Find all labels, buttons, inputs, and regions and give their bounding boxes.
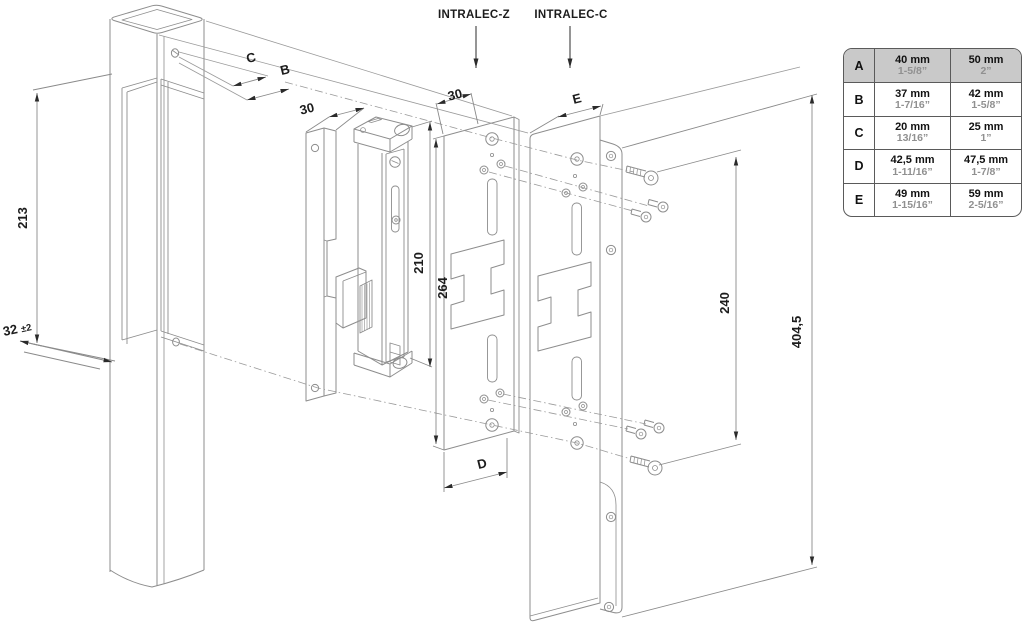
mm-value: 49 mm — [895, 187, 930, 200]
mm-value: 50 mm — [968, 53, 1004, 66]
intralec-c-label: INTRALEC-C — [534, 9, 607, 21]
dim-label-240: 240 — [717, 292, 732, 314]
size-table-cell: 25 mm 1” — [950, 115, 1021, 150]
size-table-cell: 37 mm 1-7/16” — [875, 82, 950, 115]
inch-value: 1-7/16” — [894, 98, 931, 111]
mm-value: 59 mm — [968, 187, 1004, 200]
backplate-top-hole — [310, 143, 320, 153]
dim-line-c — [232, 76, 267, 87]
size-table-cell: 42,5 mm 1-11/16” — [875, 149, 950, 182]
strike-adjust-screw — [391, 215, 401, 225]
dim-label-30-backplate: 30 — [298, 100, 316, 118]
fence-post — [109, 4, 205, 588]
inch-value: 1-15/16” — [892, 199, 933, 212]
strike-body — [335, 116, 413, 378]
dim-label-32: 32 ±2 — [2, 318, 33, 339]
inch-value: 1-7/8” — [971, 165, 1001, 178]
cplate-bottom-hole — [570, 436, 584, 450]
inch-value: 2-5/16” — [968, 199, 1004, 212]
inch-value: 2” — [980, 64, 992, 77]
size-table-cell: 49 mm 1-15/16” — [875, 182, 950, 216]
inch-value: 1-5/8” — [971, 98, 1001, 111]
size-table-cell: 20 mm 13/16” — [875, 115, 950, 149]
size-table-cell: 42 mm 1-5/8” — [950, 82, 1021, 116]
mm-value: 20 mm — [895, 120, 930, 133]
screw-bottom-small-1 — [643, 419, 665, 434]
size-table-key: C — [844, 115, 875, 150]
size-table: A 40 mm 1-5/8” 50 mm 2” B 37 mm 1-7/16” … — [843, 48, 1022, 217]
size-table-key: E — [844, 182, 875, 216]
dim-line-d — [443, 471, 508, 489]
cplate-top-hole — [570, 152, 584, 166]
axis-lines — [158, 20, 801, 460]
mm-value: 47,5 mm — [963, 154, 1009, 167]
dim-label-b: B — [279, 61, 292, 78]
c-keeper-plate — [529, 115, 623, 622]
post-top-hole — [170, 48, 180, 58]
dim-label-30-zplate: 30 — [446, 86, 464, 104]
dim-label-e: E — [571, 90, 583, 107]
dim-label-210: 210 — [411, 252, 426, 274]
dim-label-264: 264 — [435, 276, 450, 298]
mounting-screws — [625, 165, 669, 476]
size-table-cell: 40 mm 1-5/8” — [875, 49, 950, 83]
inch-value: 1” — [980, 132, 992, 145]
size-table-cell: 59 mm 2-5/16” — [950, 182, 1021, 216]
screw-top-large — [625, 165, 659, 186]
dim-line-b — [246, 88, 290, 101]
screw-top-small-2 — [630, 208, 652, 223]
size-table-key: D — [844, 149, 875, 183]
screw-top-small-1 — [647, 199, 669, 213]
intralec-z-label: INTRALEC-Z — [438, 9, 510, 21]
dim-label-404: 404,5 — [789, 316, 804, 349]
dim-label-d: D — [476, 455, 489, 472]
mm-value: 42 mm — [968, 87, 1004, 100]
inch-value: 1-5/8” — [897, 64, 928, 77]
strike-faceplate-screw — [389, 156, 401, 168]
size-table-cell: 47,5 mm 1-7/8” — [950, 149, 1021, 183]
mm-value: 40 mm — [895, 53, 930, 66]
size-table-key: B — [844, 82, 875, 116]
dim-line-30-backplate — [328, 107, 365, 118]
size-table-key: A — [844, 49, 875, 83]
screw-bottom-large — [629, 455, 663, 476]
zplate-bottom-hole — [485, 418, 499, 432]
dim-line-e — [557, 105, 602, 118]
dimension-lines — [19, 73, 818, 618]
product-labels: INTRALEC-Z INTRALEC-C — [438, 9, 607, 68]
dimension-labels: 213 32 ±2 C B 30 30 E D 210 264 240 404,… — [2, 49, 804, 472]
inch-value: 13/16” — [896, 132, 929, 145]
zplate-top-hole — [485, 132, 499, 146]
size-table-cell: 50 mm 2” — [950, 49, 1021, 83]
mm-value: 25 mm — [968, 120, 1004, 133]
cplate-keeper-cutout — [537, 261, 592, 352]
screw-bottom-small-2 — [625, 425, 647, 440]
mm-value: 42,5 mm — [890, 154, 935, 167]
back-plate — [305, 127, 337, 402]
cplate-flange-hole — [605, 150, 617, 162]
post-bottom-hole — [172, 337, 180, 347]
dim-line-30-zplate — [436, 93, 472, 105]
dim-label-c: C — [245, 49, 258, 66]
inch-value: 1-11/16” — [892, 165, 933, 178]
dim-label-213: 213 — [15, 207, 30, 229]
mm-value: 37 mm — [895, 87, 930, 100]
zplate-keeper-cutout — [450, 239, 505, 330]
